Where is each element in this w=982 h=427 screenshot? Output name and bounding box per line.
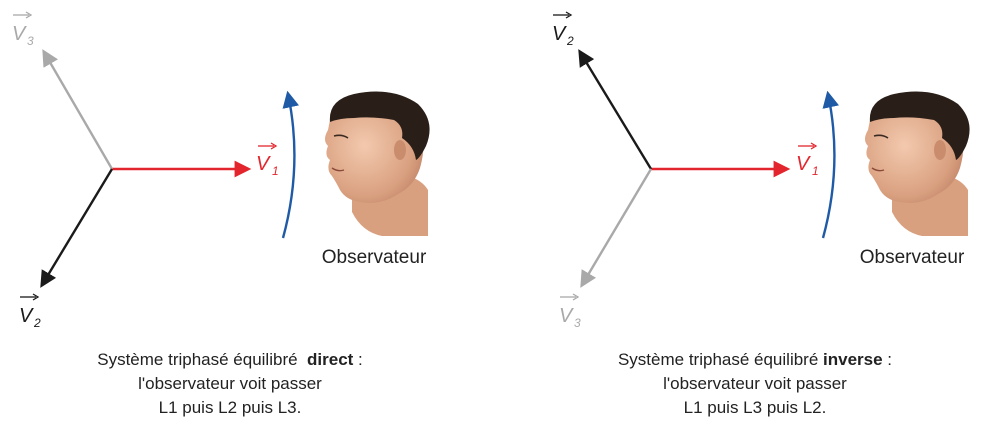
vector-v3-label: V 3 <box>12 11 34 48</box>
svg-text:3: 3 <box>27 34 34 48</box>
vector-v3-arrow <box>42 49 114 170</box>
observer-label: Observateur <box>860 247 965 268</box>
observer-head-icon <box>865 91 970 236</box>
caption-line-2: l'observateur voit passer <box>138 374 322 393</box>
svg-text:3: 3 <box>574 316 581 330</box>
rotation-arrow <box>821 90 839 239</box>
vector-v1-label: V 1 <box>256 142 279 178</box>
caption-line-2: l'observateur voit passer <box>663 374 847 393</box>
vector-v2-arrow <box>578 49 653 170</box>
caption-direct: Système triphasé équilibré direct : l'ob… <box>30 348 430 420</box>
svg-text:V: V <box>256 153 271 175</box>
svg-text:2: 2 <box>566 34 574 48</box>
caption-line-1: Système triphasé équilibré inverse : <box>617 350 893 369</box>
svg-text:1: 1 <box>272 164 279 178</box>
vector-v2-label: V 2 <box>552 11 574 48</box>
vector-v1-label: V 1 <box>796 142 819 178</box>
svg-text:V: V <box>552 23 567 45</box>
panel-inverse: V 2 V 1 V 3 Observateur <box>552 11 970 330</box>
caption-inverse: Système triphasé équilibré inverse : l'o… <box>555 348 955 420</box>
vector-v3-arrow <box>580 168 653 288</box>
panel-direct: V 3 V 1 V 2 Observateur <box>12 11 430 330</box>
vector-v3-label: V 3 <box>559 293 581 330</box>
caption-line-3: L1 puis L3 puis L2. <box>683 398 827 417</box>
vector-v2-arrow <box>40 168 114 288</box>
svg-text:V: V <box>796 153 811 175</box>
svg-text:V: V <box>559 305 574 327</box>
svg-text:1: 1 <box>812 164 819 178</box>
caption-line-1: Système triphasé équilibré direct : <box>97 350 363 369</box>
svg-text:2: 2 <box>33 316 41 330</box>
observer-label: Observateur <box>322 247 427 268</box>
observer-head-icon <box>325 91 430 236</box>
svg-text:V: V <box>19 305 34 327</box>
svg-text:V: V <box>12 23 27 45</box>
caption-line-3: L1 puis L2 puis L3. <box>158 398 302 417</box>
rotation-arrow <box>281 90 299 239</box>
vector-v2-label: V 2 <box>19 293 41 330</box>
